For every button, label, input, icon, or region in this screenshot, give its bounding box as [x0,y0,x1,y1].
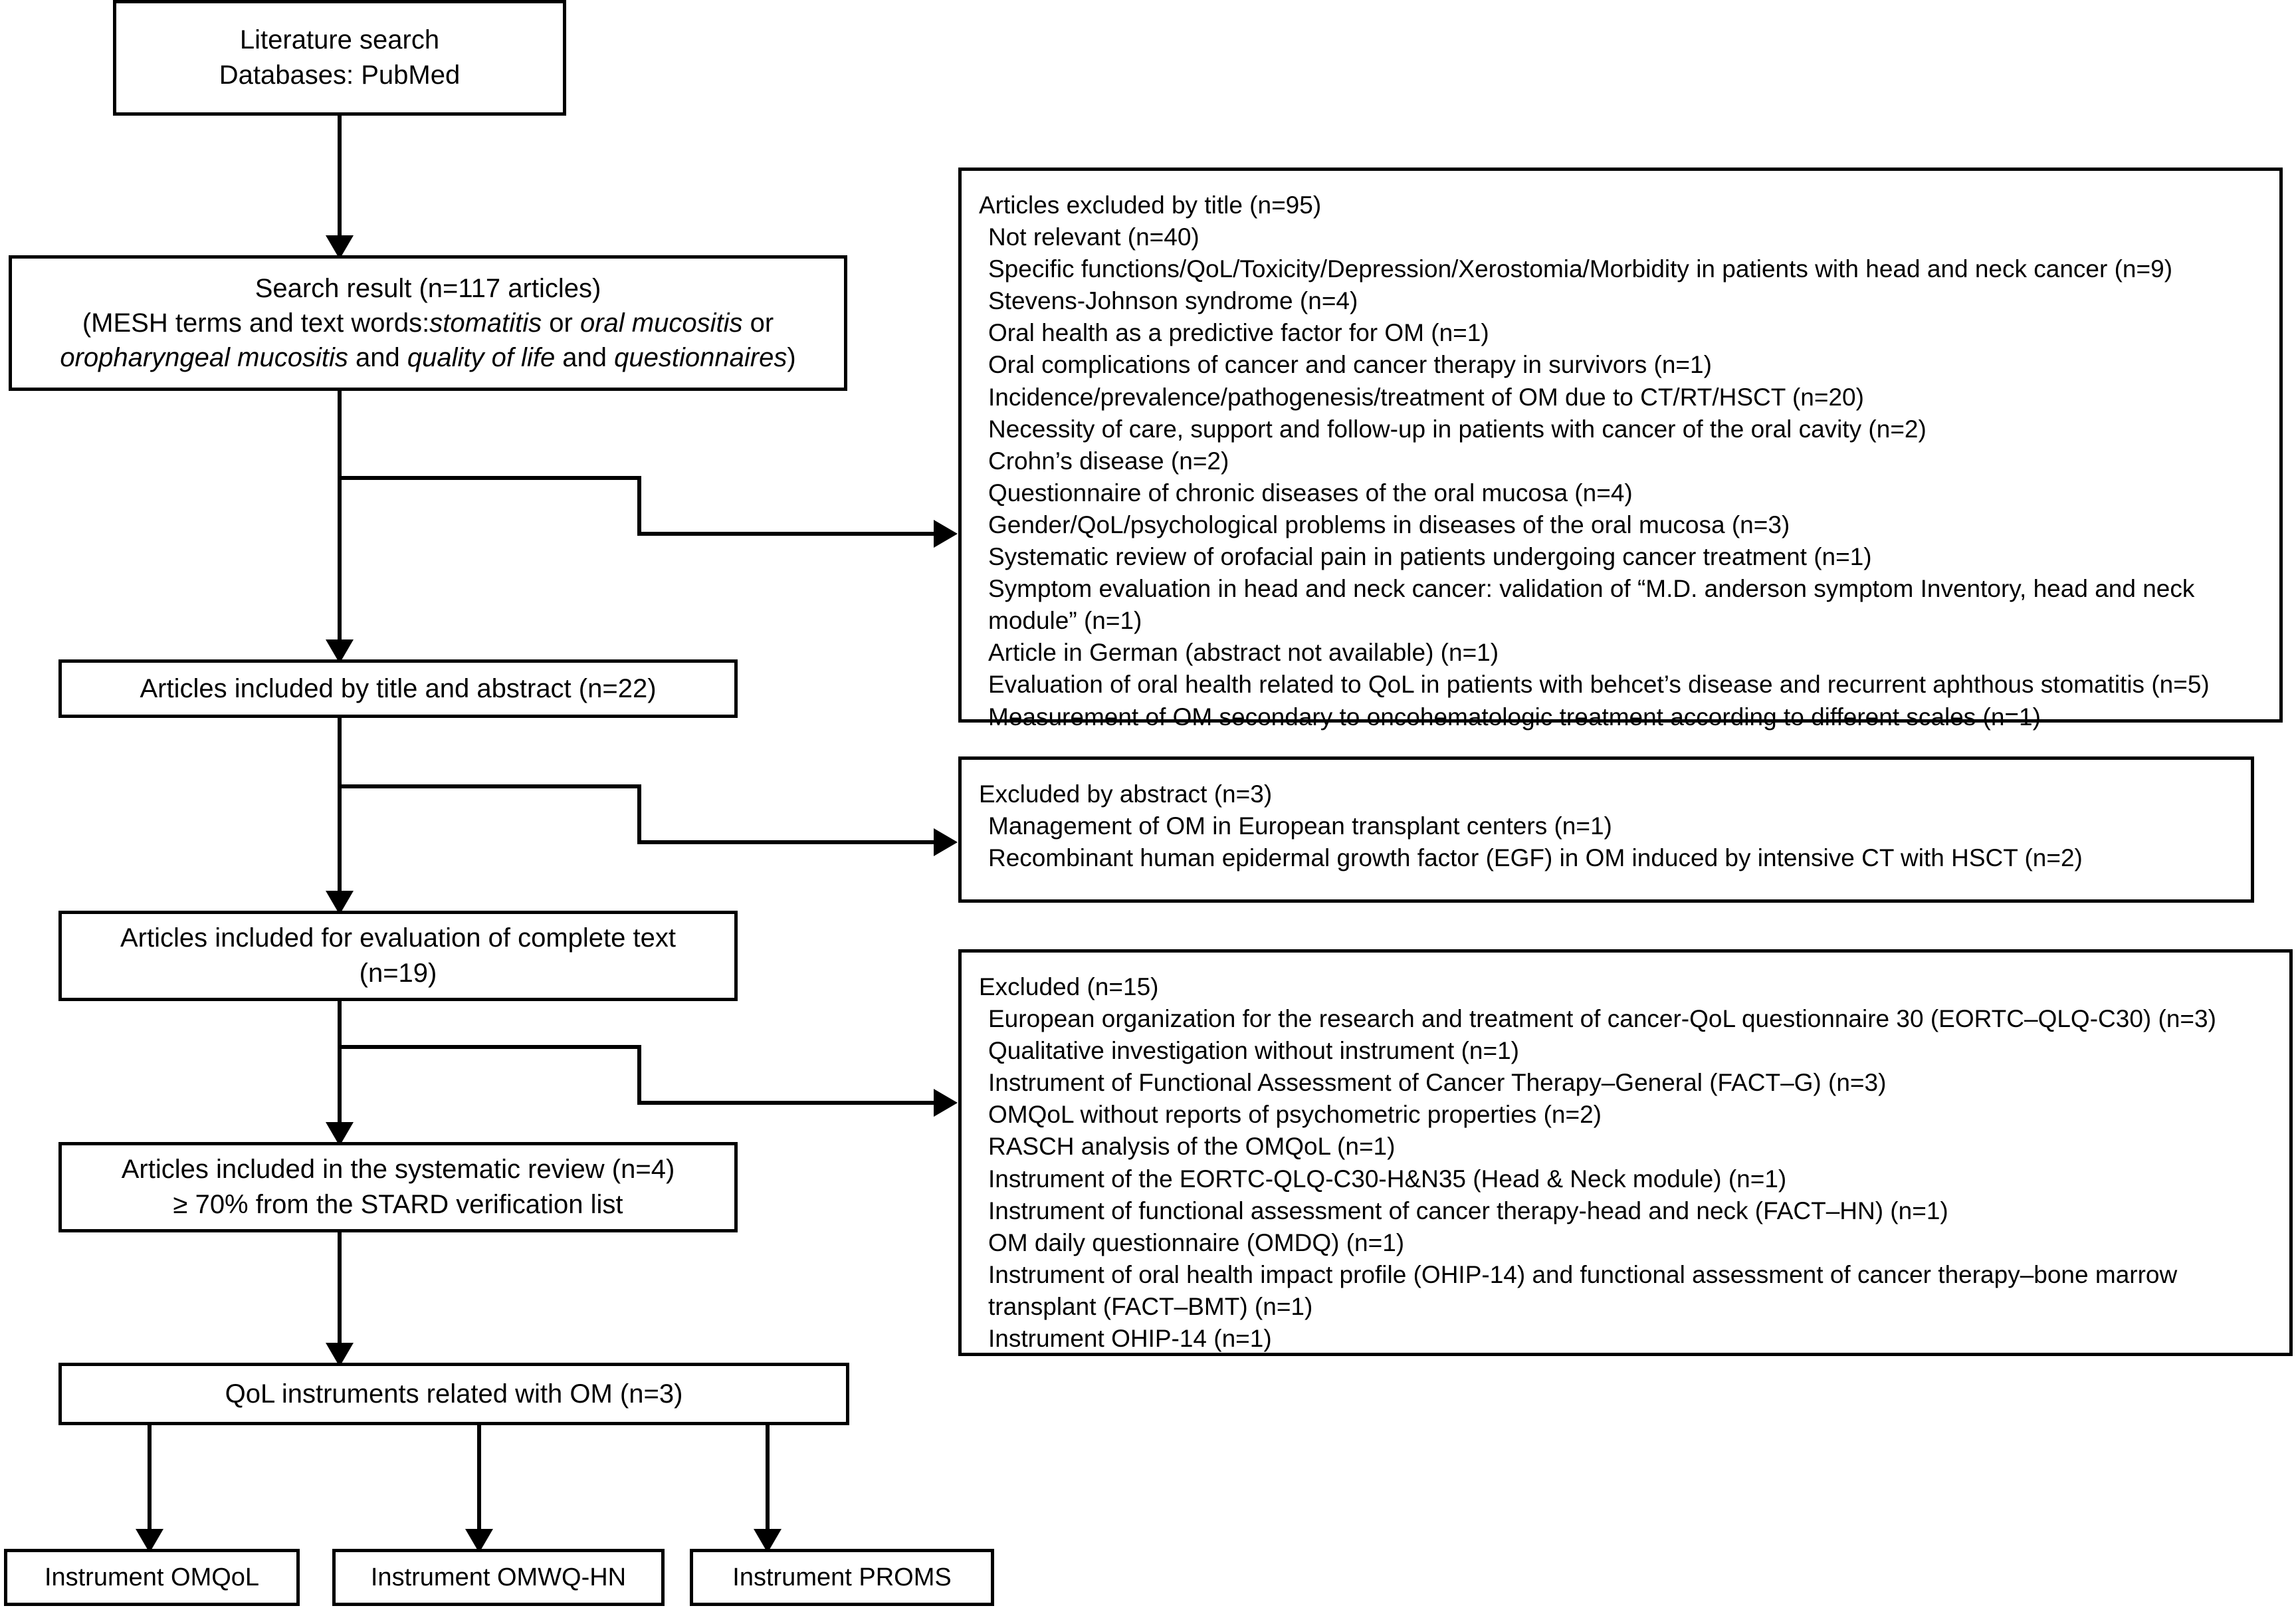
node-instrument-omqol: Instrument OMQoL [4,1549,300,1606]
term-questionnaires: questionnaires [614,343,787,372]
search-result-line-1: Search result (n=117 articles) [255,274,601,303]
included-complete-text-line-1: Articles included for evaluation of comp… [120,923,676,953]
excluded-by-title-item: Crohn’s disease (n=2) [988,447,1229,475]
branch-excluded-title-seg-3 [637,532,938,536]
excluded-by-title-item: Necessity of care, support and follow-up… [988,415,1927,443]
excluded-full-text-heading: Excluded (n=15) [979,973,1159,1000]
sep-or-1: or [542,308,580,338]
excluded-by-abstract-item: Recombinant human epidermal growth facto… [988,844,2083,872]
node-search-result: Search result (n=117 articles) (MESH ter… [9,255,847,391]
excluded-by-title-item: Questionnaire of chronic diseases of the… [988,479,1633,507]
excluded-full-text-item: Instrument of Functional Assessment of C… [988,1069,1887,1097]
included-title-abstract-label: Articles included by title and abstract … [140,673,657,703]
systematic-review-line-2: ≥ 70% from the STARD verification list [173,1190,623,1219]
node-excluded-by-abstract: Excluded by abstract (n=3) Management of… [958,756,2254,903]
connector-qol-to-proms [766,1425,770,1546]
connector-qol-to-omwq-hn [477,1425,481,1546]
excluded-by-title-item: Gender/QoL/psychological problems in dis… [988,511,1790,538]
search-result-mesh-prefix: (MESH terms and text words: [82,308,430,338]
excluded-full-text-item: RASCH analysis of the OMQoL (n=1) [988,1133,1396,1161]
excluded-full-text-item: Instrument of the EORTC-QLQ-C30-H&N35 (H… [988,1165,1787,1193]
connector-included-title-to-complete-text [338,718,342,909]
branch-excluded-title-seg-2 [637,476,641,536]
excluded-by-title-item: Stevens-Johnson syndrome (n=4) [988,287,1358,315]
term-oral-mucositis: oral mucositis [579,308,743,338]
qol-instruments-label: QoL instruments related with OM (n=3) [225,1379,683,1409]
branch-excluded-full-text-seg-2 [637,1045,641,1105]
excluded-by-title-item: Specific functions/QoL/Toxicity/Depressi… [988,255,2173,283]
node-excluded-by-title: Articles excluded by title (n=95) Not re… [958,168,2283,731]
node-literature-search: Literature search Databases: PubMed [113,0,566,116]
node-qol-instruments: QoL instruments related with OM (n=3) [58,1363,849,1425]
arrowhead-excluded-full-text [934,1089,958,1117]
instrument-omwq-hn-label: Instrument OMWQ-HN [370,1563,627,1591]
connector-result-to-included-title [338,391,342,655]
excluded-by-abstract-heading: Excluded by abstract (n=3) [979,780,1273,808]
connector-review-to-qol [338,1232,342,1360]
branch-excluded-abstract-seg-1 [338,784,641,788]
excluded-full-text-item: Instrument of oral health impact profile… [988,1260,2178,1320]
systematic-review-line-1: Articles included in the systematic revi… [121,1155,675,1185]
excluded-by-title-item: Symptom evaluation in head and neck canc… [988,575,2195,635]
search-result-line-3: oropharyngeal mucositis and quality of l… [60,340,795,375]
sep-and-2: and [555,343,615,372]
branch-excluded-full-text-seg-3 [637,1101,938,1105]
literature-search-line-1: Literature search [239,25,440,55]
excluded-by-title-item: Incidence/prevalence/pathogenesis/treatm… [988,383,1864,411]
sep-or-2: or [742,308,774,338]
search-result-line-2: (MESH terms and text words:stomatitis or… [82,306,774,340]
excluded-full-text-item: Instrument OHIP-14 (n=1) [988,1325,1272,1353]
paren-close: ) [787,343,796,372]
excluded-full-text-item: OMQoL without reports of psychometric pr… [988,1101,1602,1129]
excluded-by-title-item: Not relevant (n=40) [988,223,1200,251]
sep-and-1: and [348,343,407,372]
excluded-by-title-item: Oral health as a predictive factor for O… [988,319,1489,347]
instrument-proms-label: Instrument PROMS [732,1563,952,1591]
excluded-full-text-item: Instrument of functional assessment of c… [988,1197,1948,1224]
excluded-by-title-item: Article in German (abstract not availabl… [988,639,1499,667]
excluded-full-text-item: OM daily questionnaire (OMDQ) (n=1) [988,1228,1405,1256]
term-oropharyngeal-mucositis: oropharyngeal mucositis [60,343,348,372]
excluded-full-text-item: European organization for the research a… [988,1005,2216,1033]
branch-excluded-abstract-seg-2 [637,784,641,844]
instrument-omqol-label: Instrument OMQoL [44,1563,260,1591]
node-included-complete-text: Articles included for evaluation of comp… [58,911,738,1001]
node-included-systematic-review: Articles included in the systematic revi… [58,1142,738,1232]
node-excluded-full-text: Excluded (n=15) European organization fo… [958,949,2293,1356]
excluded-by-title-item: Systematic review of orofacial pain in p… [988,543,1872,571]
arrowhead-excluded-title [934,520,958,548]
node-instrument-omwq-hn: Instrument OMWQ-HN [332,1549,665,1606]
arrowhead-excluded-abstract [934,828,958,856]
connector-search-to-result [338,116,342,251]
branch-excluded-abstract-seg-3 [637,840,938,844]
excluded-full-text-item: Qualitative investigation without instru… [988,1037,1519,1065]
term-stomatitis: stomatitis [429,308,542,338]
literature-search-line-2: Databases: PubMed [219,60,461,90]
included-complete-text-line-2: (n=19) [359,959,437,988]
branch-excluded-full-text-seg-1 [338,1045,641,1049]
branch-excluded-title-seg-1 [338,476,641,480]
excluded-by-title-item: Oral complications of cancer and cancer … [988,351,1712,379]
connector-qol-to-omqol [148,1425,152,1546]
node-included-title-abstract: Articles included by title and abstract … [58,659,738,718]
excluded-by-title-heading: Articles excluded by title (n=95) [979,191,1322,219]
term-quality-of-life: quality of life [407,343,556,372]
excluded-by-abstract-item: Management of OM in European transplant … [988,812,1612,840]
excluded-by-title-item: Measurement of OM secondary to oncohemat… [988,703,2041,731]
excluded-by-title-item: Evaluation of oral health related to QoL… [988,671,2210,699]
node-instrument-proms: Instrument PROMS [690,1549,994,1606]
connector-complete-text-to-review [338,1001,342,1139]
